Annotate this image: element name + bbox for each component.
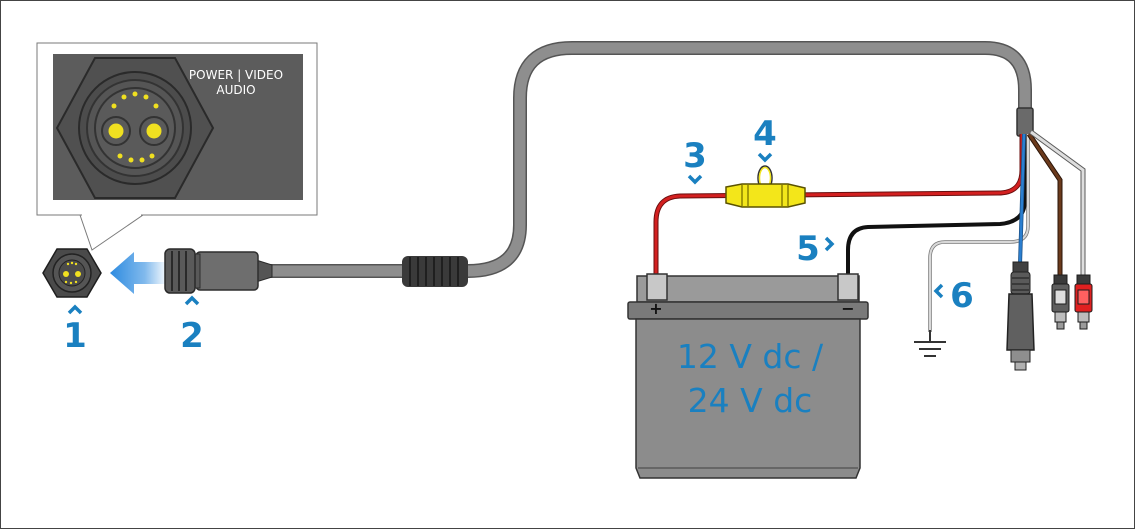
breakout-sleeve: [1016, 107, 1034, 137]
chevron-up-icon: [184, 295, 200, 306]
inset-label-audio: AUDIO: [216, 83, 255, 97]
ground-symbol: [914, 330, 946, 357]
battery-terminal-negative: [837, 273, 859, 301]
bnc-video-connector: [1006, 261, 1035, 371]
battery-plus-sign: +: [649, 299, 662, 318]
callout-1: 1: [63, 316, 87, 356]
callout-2: 2: [180, 316, 204, 356]
battery-voltage-line2: 24 V dc: [688, 381, 813, 420]
chevron-left-icon: [933, 283, 944, 299]
callout-4: 4: [753, 114, 777, 154]
power-pin-negative: [146, 123, 162, 139]
connect-arrow: [110, 252, 168, 294]
brown-audio-wire: [1027, 133, 1062, 278]
chevron-up-icon: [67, 304, 83, 315]
battery-minus-sign: −: [841, 299, 854, 318]
device-socket: [42, 248, 102, 298]
grey-audio-wire: [1030, 130, 1085, 278]
connector-inset: POWER | VIDEO AUDIO: [36, 42, 318, 251]
callout-3: 3: [683, 136, 707, 176]
battery-terminal-positive: [646, 273, 668, 301]
main-cable: [265, 42, 1031, 277]
battery-top: [636, 275, 860, 303]
rca-audio-red: [1074, 274, 1093, 330]
cable-plug: [164, 248, 273, 294]
drain-wire: [929, 134, 1029, 332]
battery: + − 12 V dc / 24 V dc: [627, 273, 869, 479]
callout-6: 6: [950, 276, 974, 316]
inline-fuse: [725, 165, 806, 208]
blue-video-wire: [1018, 133, 1026, 266]
signal-pins: [111, 91, 159, 163]
rca-audio-white: [1051, 274, 1070, 330]
chevron-down-icon: [687, 174, 703, 185]
inset-label-power-video: POWER | VIDEO: [189, 68, 283, 82]
power-pin-positive: [108, 123, 124, 139]
chevron-right-icon: [824, 236, 835, 252]
callout-5: 5: [796, 229, 820, 269]
chevron-down-icon: [757, 152, 773, 163]
battery-body: [635, 318, 861, 479]
ferrite-core: [402, 256, 468, 287]
battery-voltage-line1: 12 V dc /: [677, 337, 824, 376]
